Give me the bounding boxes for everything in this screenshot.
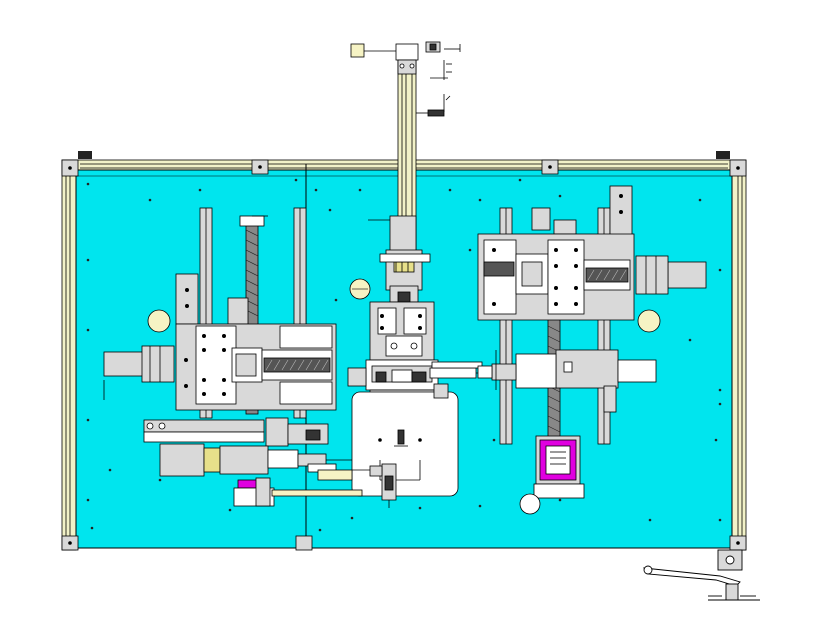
left-round-pad xyxy=(147,309,171,333)
vertical-mast xyxy=(350,41,461,259)
frame-right-rail xyxy=(731,159,747,551)
left-magenta-part xyxy=(237,479,259,489)
center-press-module xyxy=(347,249,496,508)
top-left-square xyxy=(350,43,365,58)
top-clamps xyxy=(78,151,730,159)
left-cylinder-bottom xyxy=(159,443,205,477)
plate-holes xyxy=(86,178,722,532)
right-motor xyxy=(667,261,707,289)
right-round-pad xyxy=(637,309,661,333)
frame-bolts xyxy=(68,165,740,545)
left-motor xyxy=(103,351,145,377)
left-xy-slide-module xyxy=(103,207,383,507)
mast-top-block xyxy=(395,43,419,61)
yellow-coupling xyxy=(393,261,415,273)
frame-left-rail xyxy=(61,159,77,551)
foot-linkage xyxy=(643,549,760,601)
right-xy-slide-module xyxy=(477,185,707,515)
